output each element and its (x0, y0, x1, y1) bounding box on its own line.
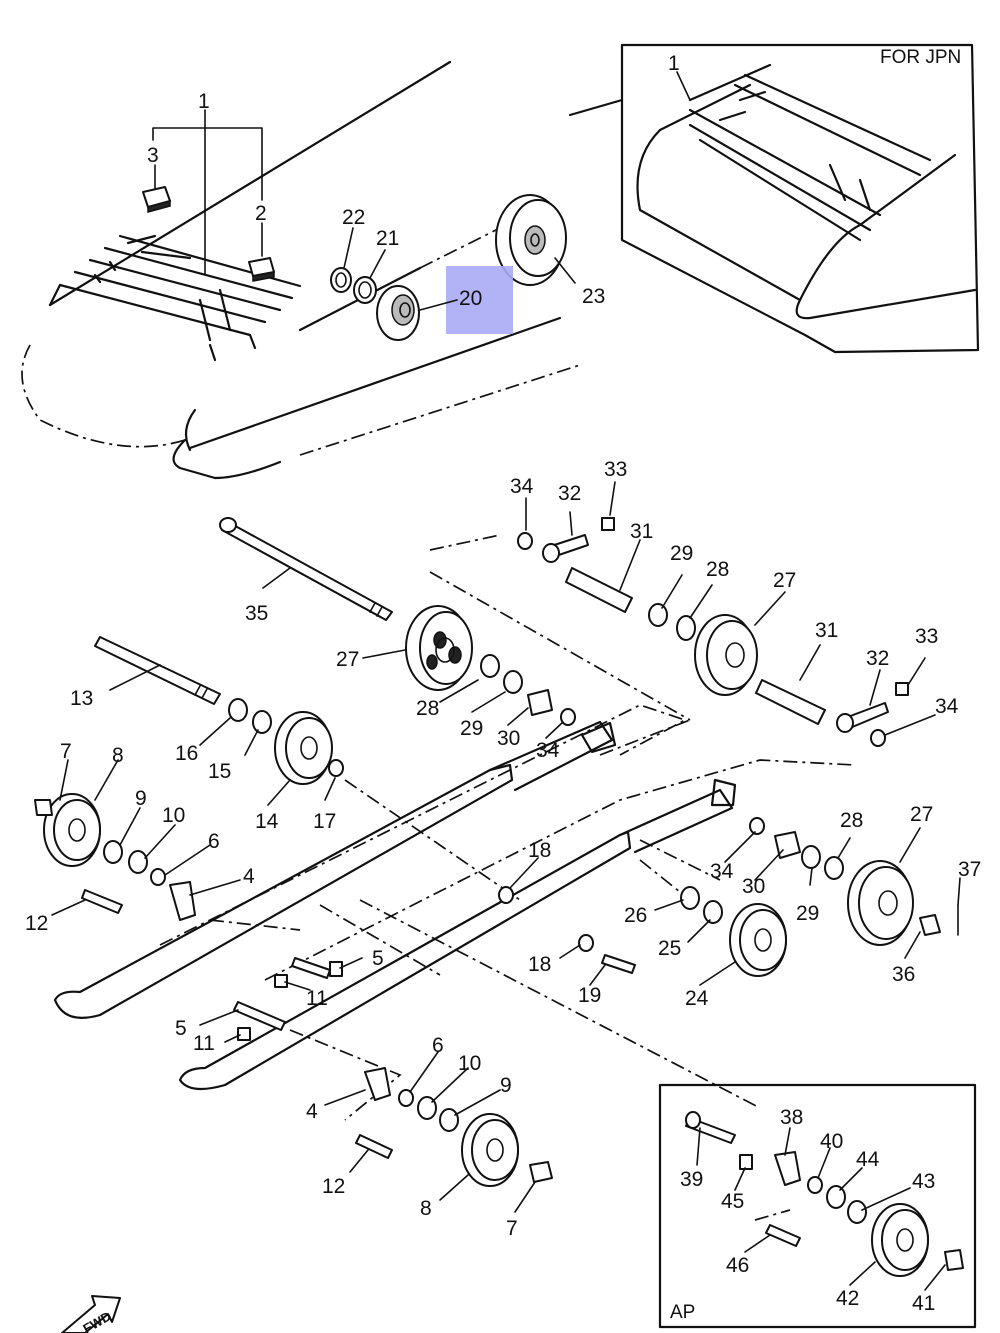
track-rods (48, 234, 302, 362)
callout-10-left: 10 (162, 804, 185, 827)
callout-17: 17 (313, 810, 336, 833)
callout-34-right: 34 (935, 695, 959, 718)
inset-for-jpn-callout-1: 1 (668, 52, 680, 75)
part-22-ring (330, 267, 352, 293)
part-2-clip (248, 257, 275, 282)
callout-29-lower: 29 (796, 902, 819, 925)
callout-6-left: 6 (208, 830, 220, 853)
track-belt (21, 60, 581, 480)
callout-34-lower: 34 (710, 860, 734, 883)
inset-ap-callout-42: 42 (836, 1287, 859, 1310)
callout-11-upper: 11 (306, 987, 328, 1010)
inset-ap-callout-43: 43 (912, 1170, 935, 1193)
inset-ap-callout-39: 39 (680, 1168, 703, 1191)
callout-11-lower: 11 (193, 1032, 215, 1055)
callout-4-lower: 4 (306, 1100, 318, 1123)
part-27-wheel-upper (405, 605, 473, 691)
callout-32-top: 32 (558, 482, 581, 505)
inset-ap-callout-46: 46 (726, 1254, 749, 1277)
callout-7-left: 7 (60, 740, 72, 763)
callout-20: 20 (459, 287, 482, 310)
callout-35: 35 (245, 602, 268, 625)
callout-3: 3 (147, 144, 159, 167)
callout-21: 21 (376, 227, 399, 250)
callout-16: 16 (175, 742, 198, 765)
callout-18-lower: 18 (528, 953, 551, 976)
callout-25: 25 (658, 937, 681, 960)
callout-34-mid: 34 (536, 739, 560, 762)
inset-ap-callout-38: 38 (780, 1106, 803, 1129)
callout-26: 26 (624, 904, 647, 927)
callout-7-lower: 7 (506, 1217, 518, 1240)
part-8-wheel-left (43, 793, 101, 867)
callout-6-lower: 6 (432, 1034, 444, 1057)
callout-8-left: 8 (112, 744, 124, 767)
callout-5-lower: 5 (175, 1017, 187, 1040)
part-13-shaft (94, 636, 221, 705)
small-parts (34, 517, 959, 1183)
part-24-wheel (729, 903, 787, 977)
callout-37: 37 (958, 858, 981, 881)
callout-13: 13 (70, 687, 93, 710)
callout-24: 24 (685, 987, 709, 1010)
callout-2: 2 (255, 202, 267, 225)
part-20-collar (376, 285, 420, 341)
callout-33-right: 33 (915, 625, 938, 648)
callout-18-upper: 18 (528, 839, 551, 862)
part-23-wheel (495, 194, 567, 286)
callout-10-lower: 10 (458, 1052, 481, 1075)
part-21-bushing (353, 276, 377, 304)
inset-ap-callout-41: 41 (912, 1292, 935, 1315)
callout-8-lower: 8 (420, 1197, 432, 1220)
callout-14: 14 (255, 810, 279, 833)
callout-4-upper: 4 (243, 865, 255, 888)
callout-28-top: 28 (706, 558, 729, 581)
callout-28-mid: 28 (416, 697, 439, 720)
inset-ap-callout-45: 45 (721, 1190, 744, 1213)
callout-29-top: 29 (670, 542, 693, 565)
callout-15: 15 (208, 760, 231, 783)
callout-12-lower: 12 (322, 1175, 345, 1198)
callout-27-left: 27 (336, 648, 359, 671)
callout-34-top: 34 (510, 475, 534, 498)
part-14-wheel (274, 711, 333, 785)
callout-23: 23 (582, 285, 605, 308)
callout-27-right: 27 (910, 803, 933, 826)
inset-ap-label: AP (670, 1302, 695, 1323)
inset-for-jpn (568, 43, 980, 354)
inset-ap (658, 1083, 977, 1329)
callout-labels: 1 3 2 22 21 20 23 34 32 33 31 29 28 27 3… (25, 90, 981, 1240)
inset-ap-callout-44: 44 (856, 1148, 880, 1171)
callout-31-top: 31 (630, 520, 653, 543)
callout-28-right: 28 (840, 809, 863, 832)
part-27-wheel-middle (694, 614, 758, 696)
callout-5-upper: 5 (372, 947, 384, 970)
inset-ap-callout-40: 40 (820, 1130, 843, 1153)
part-35-shaft (219, 517, 393, 621)
callout-29-mid: 29 (460, 717, 483, 740)
callout-19: 19 (578, 984, 601, 1007)
callout-22: 22 (342, 206, 365, 229)
callout-30-mid: 30 (497, 727, 520, 750)
callout-27-top: 27 (773, 569, 796, 592)
leader-lines (51, 71, 961, 1291)
part-8-wheel-lower (461, 1113, 519, 1187)
callout-12-upper: 12 (25, 912, 48, 935)
callout-9-left: 9 (135, 787, 147, 810)
callout-1: 1 (198, 90, 210, 113)
callout-32-right: 32 (866, 647, 889, 670)
fwd-arrow-icon: FWD (61, 1295, 121, 1333)
callout-33-top: 33 (604, 458, 627, 481)
part-27-wheel-right (847, 860, 914, 946)
inset-for-jpn-label: FOR JPN (880, 47, 961, 68)
callout-30-lower: 30 (742, 875, 765, 898)
slide-rails (53, 534, 856, 1121)
part-3-clip (142, 186, 171, 213)
callout-31-right: 31 (815, 619, 838, 642)
callout-9-lower: 9 (500, 1074, 512, 1097)
callout-36: 36 (892, 963, 915, 986)
